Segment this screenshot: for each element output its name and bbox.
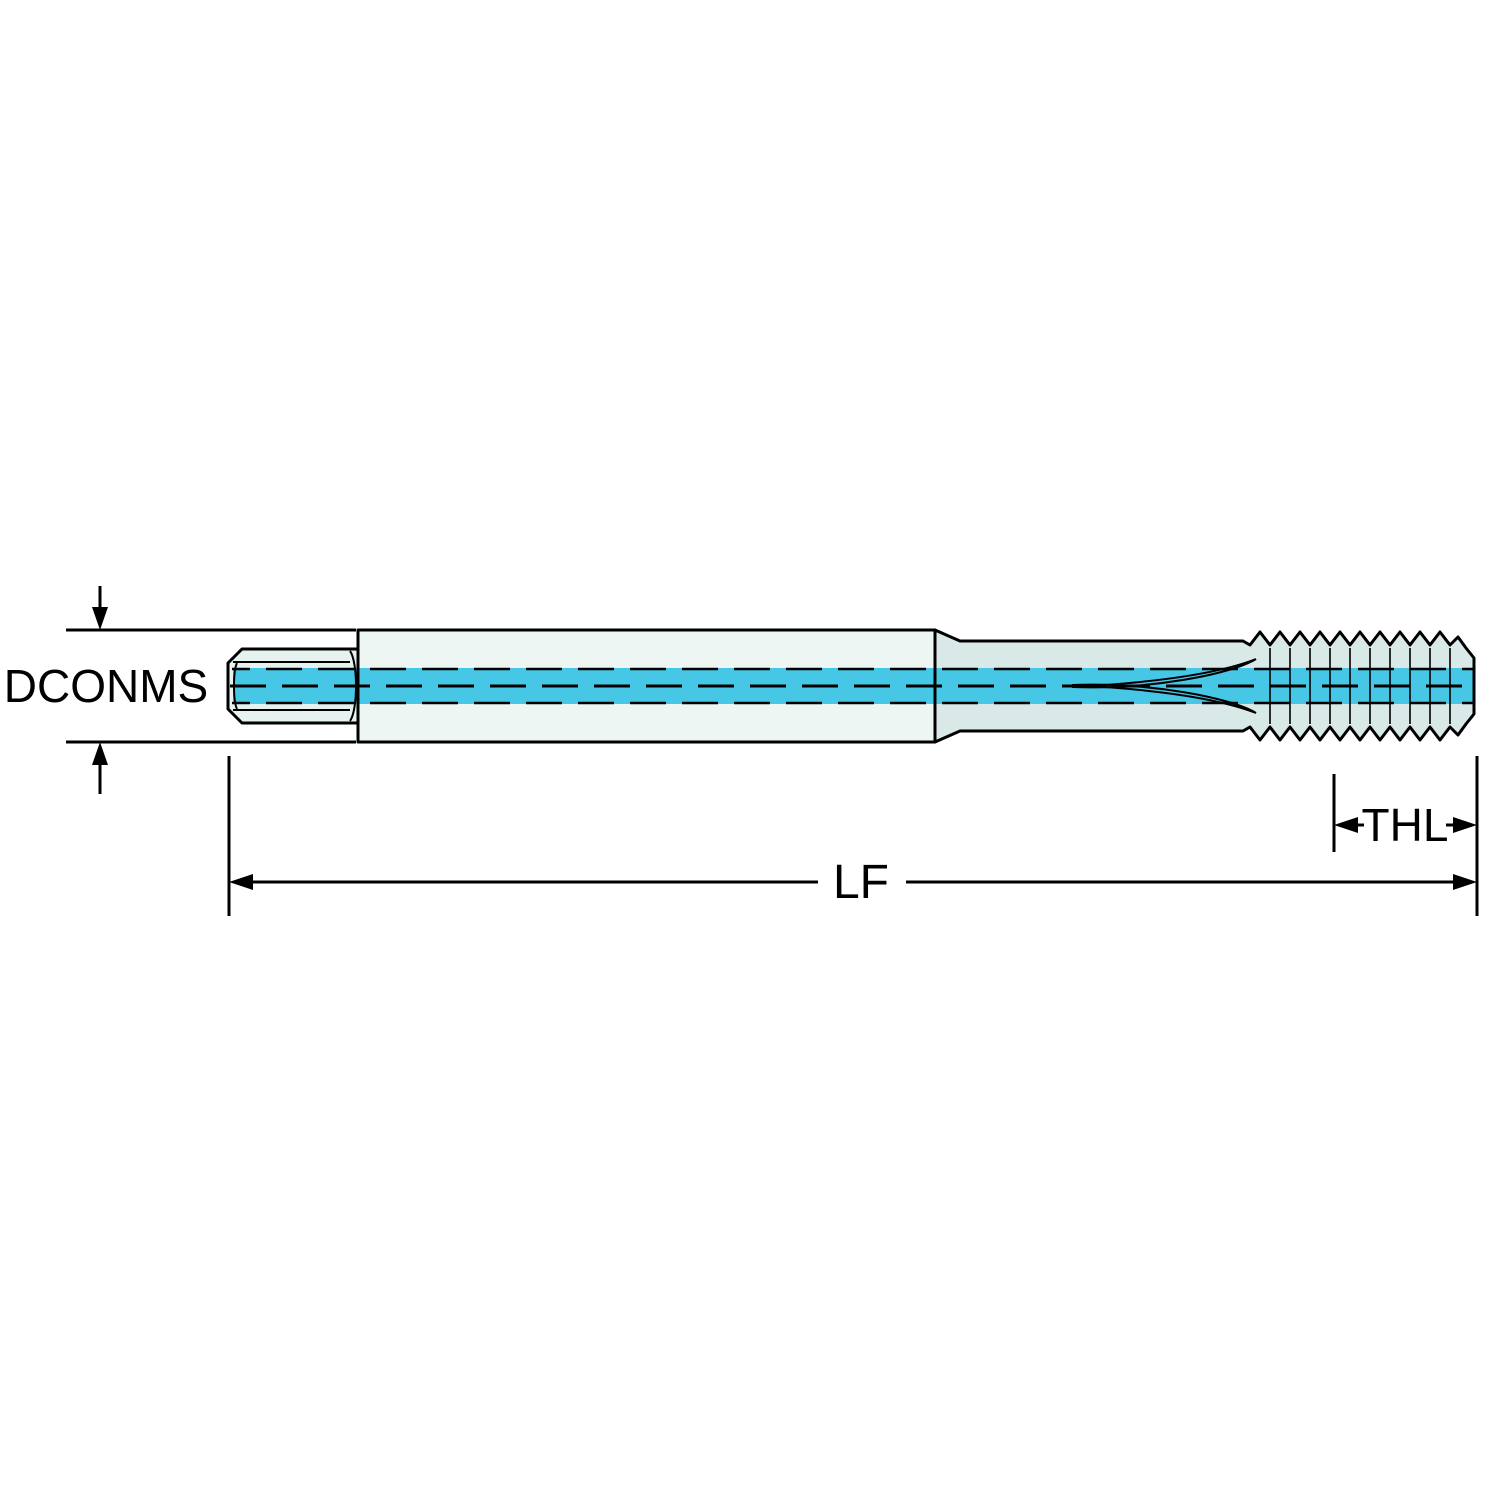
thl-label: THL bbox=[1362, 799, 1449, 851]
lf-dimension: LF bbox=[227, 756, 1479, 916]
thl-arrow-right bbox=[1453, 817, 1477, 833]
dconms-arrow-top-head bbox=[92, 607, 108, 630]
lf-arrow-right bbox=[1453, 874, 1477, 890]
dconms-arrow-bottom-head bbox=[92, 742, 108, 765]
dconms-label: DCONMS bbox=[4, 660, 208, 712]
lf-label: LF bbox=[833, 856, 889, 909]
lf-arrow-left bbox=[229, 874, 253, 890]
thl-dimension: THL bbox=[1332, 774, 1477, 852]
neck-thread-outline bbox=[933, 628, 1476, 744]
thl-arrow-left bbox=[1334, 817, 1358, 833]
centerlines bbox=[230, 667, 1474, 705]
dconms-dimension: DCONMS bbox=[4, 586, 356, 794]
